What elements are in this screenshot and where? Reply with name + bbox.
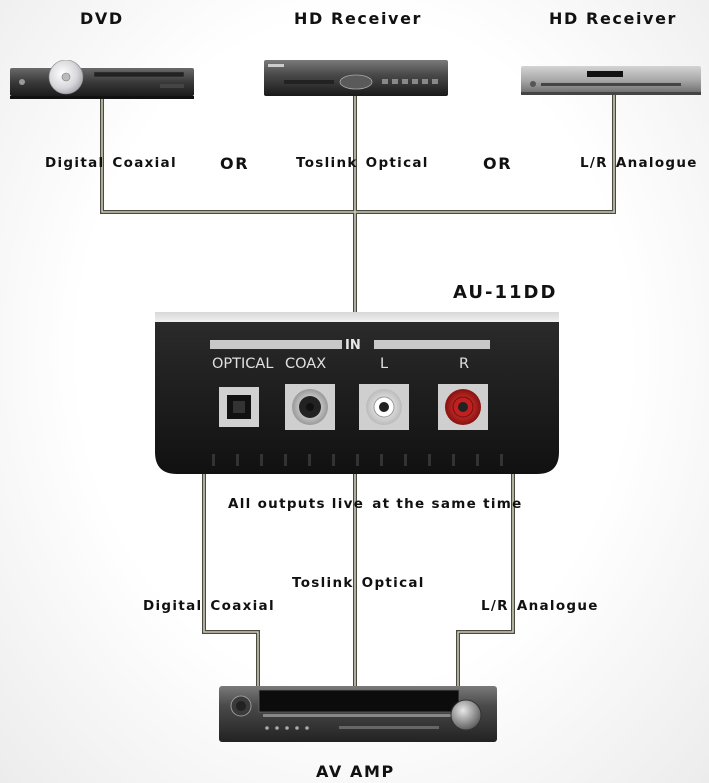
dvd-title: DVD: [80, 9, 124, 28]
or-label-1: OR: [220, 154, 250, 173]
port-label-r: R: [459, 356, 470, 372]
port-label-l: L: [380, 356, 389, 372]
hd-receiver-2-title: HD Receiver: [549, 9, 678, 28]
port-label-optical: OPTICAL: [212, 356, 274, 372]
panel-in-label: IN: [345, 338, 361, 353]
dvd-player: [10, 60, 194, 99]
volume-knob-icon: [450, 699, 482, 731]
dvd-cable: [100, 88, 616, 214]
hd-receiver-1: [264, 60, 448, 96]
or-label-2: OR: [483, 154, 513, 173]
au-11dd-unit: [155, 312, 559, 474]
hd-receiver-2: [521, 66, 701, 95]
port-label-coax: COAX: [285, 356, 327, 372]
device-model-title: AU-11DD: [453, 282, 558, 303]
av-amp: [219, 686, 497, 742]
hd-receiver-1-title: HD Receiver: [294, 9, 423, 28]
av-amp-title: AV AMP: [316, 762, 395, 781]
